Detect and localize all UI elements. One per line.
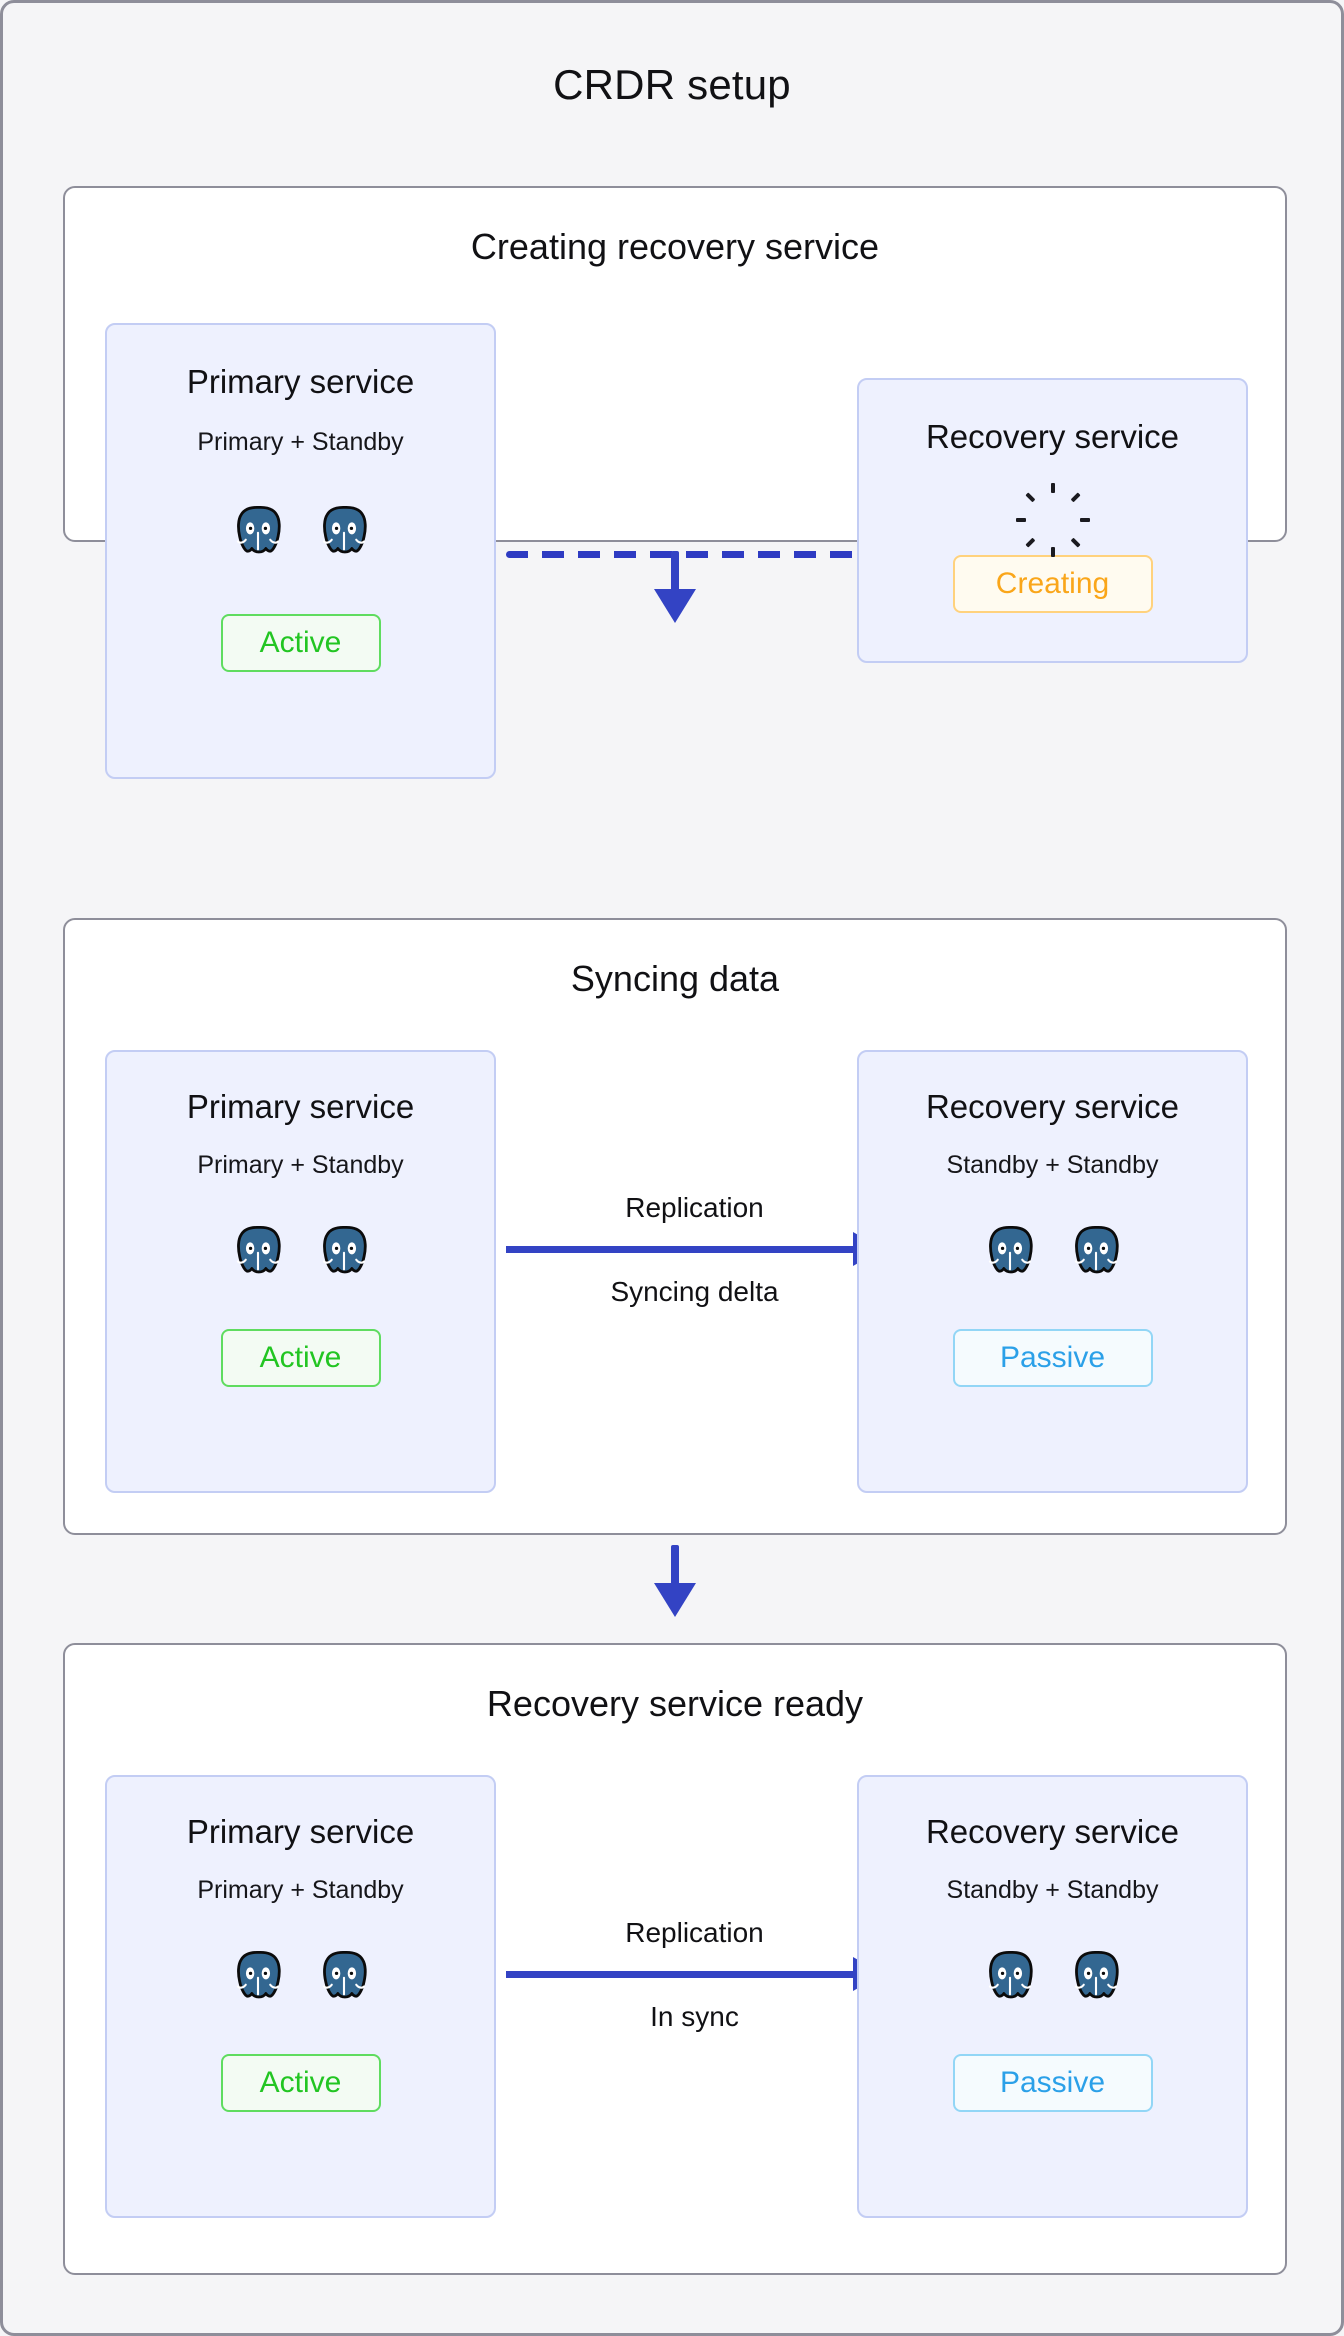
card-title: Primary service <box>186 1088 415 1125</box>
primary-service-card: Primary service Primary + Standby <box>105 1775 496 2218</box>
status-badge-active: Active <box>220 614 381 672</box>
stage-title: Creating recovery service <box>470 226 880 267</box>
arrow-shaft <box>671 551 679 595</box>
database-instances <box>230 1223 372 1284</box>
loading-spinner-icon <box>1015 483 1090 557</box>
replication-label-top: Replication <box>625 1192 764 1223</box>
status-badge-passive: Passive <box>952 1329 1153 1387</box>
recovery-service-card: Recovery service Standby + Standby <box>857 1775 1248 2218</box>
replication-connector: Replication In sync <box>506 1917 883 2037</box>
replication-label-bottom: In sync <box>650 2001 739 2032</box>
primary-service-card: Primary service Primary + Standby <box>105 323 496 779</box>
status-badge-active: Active <box>220 1329 381 1387</box>
postgres-elephant-icon <box>316 1948 372 2009</box>
dashed-connector <box>506 551 883 558</box>
recovery-service-card: Recovery service Creating <box>857 378 1248 663</box>
stage-panel-recovery-service-ready: Recovery service ready Primary service P… <box>63 1643 1287 2275</box>
primary-service-card: Primary service Primary + Standby <box>105 1050 496 1493</box>
arrow-head <box>654 1583 696 1617</box>
postgres-elephant-icon <box>316 503 372 564</box>
stage-title: Syncing data <box>570 958 780 999</box>
database-instances <box>982 1223 1124 1284</box>
page-title: CRDR setup <box>553 61 791 108</box>
card-title: Recovery service <box>925 1088 1180 1125</box>
replication-label-top: Replication <box>625 1917 764 1948</box>
card-subtitle: Primary + Standby <box>197 428 404 456</box>
stage-title: Recovery service ready <box>486 1683 864 1724</box>
card-subtitle: Standby + Standby <box>946 1876 1159 1904</box>
arrow-shaft <box>506 1971 853 1978</box>
postgres-elephant-icon <box>1068 1223 1124 1284</box>
database-instances <box>230 1948 372 2009</box>
stage-panel-syncing-data: Syncing data Primary service Primary + S… <box>63 918 1287 1535</box>
postgres-elephant-icon <box>230 1223 286 1284</box>
database-instances <box>982 1948 1124 2009</box>
stage2-to-stage3-arrow <box>615 1545 735 1617</box>
status-badge-active: Active <box>220 2054 381 2112</box>
card-title: Primary service <box>186 363 415 400</box>
stage1-to-stage2-arrow <box>615 551 735 623</box>
replication-connector: Replication Syncing delta <box>506 1192 883 1312</box>
postgres-elephant-icon <box>230 503 286 564</box>
card-title: Recovery service <box>925 418 1180 455</box>
card-title: Primary service <box>186 1813 415 1850</box>
postgres-elephant-icon <box>316 1223 372 1284</box>
status-badge-creating: Creating <box>952 555 1153 613</box>
replication-label-bottom: Syncing delta <box>610 1276 779 1307</box>
postgres-elephant-icon <box>982 1948 1038 2009</box>
postgres-elephant-icon <box>982 1223 1038 1284</box>
card-subtitle: Primary + Standby <box>197 1876 404 1904</box>
recovery-service-card: Recovery service Standby + Standby <box>857 1050 1248 1493</box>
arrow-head <box>654 589 696 623</box>
stage-panel-creating-recovery-service: Creating recovery service Primary servic… <box>63 186 1287 779</box>
card-subtitle: Primary + Standby <box>197 1151 404 1179</box>
database-instances <box>230 503 372 564</box>
arrow-shaft <box>671 1545 679 1589</box>
postgres-elephant-icon <box>230 1948 286 2009</box>
card-title: Recovery service <box>925 1813 1180 1850</box>
postgres-elephant-icon <box>1068 1948 1124 2009</box>
card-subtitle: Standby + Standby <box>946 1151 1159 1179</box>
status-badge-passive: Passive <box>952 2054 1153 2112</box>
arrow-shaft <box>506 1246 853 1253</box>
